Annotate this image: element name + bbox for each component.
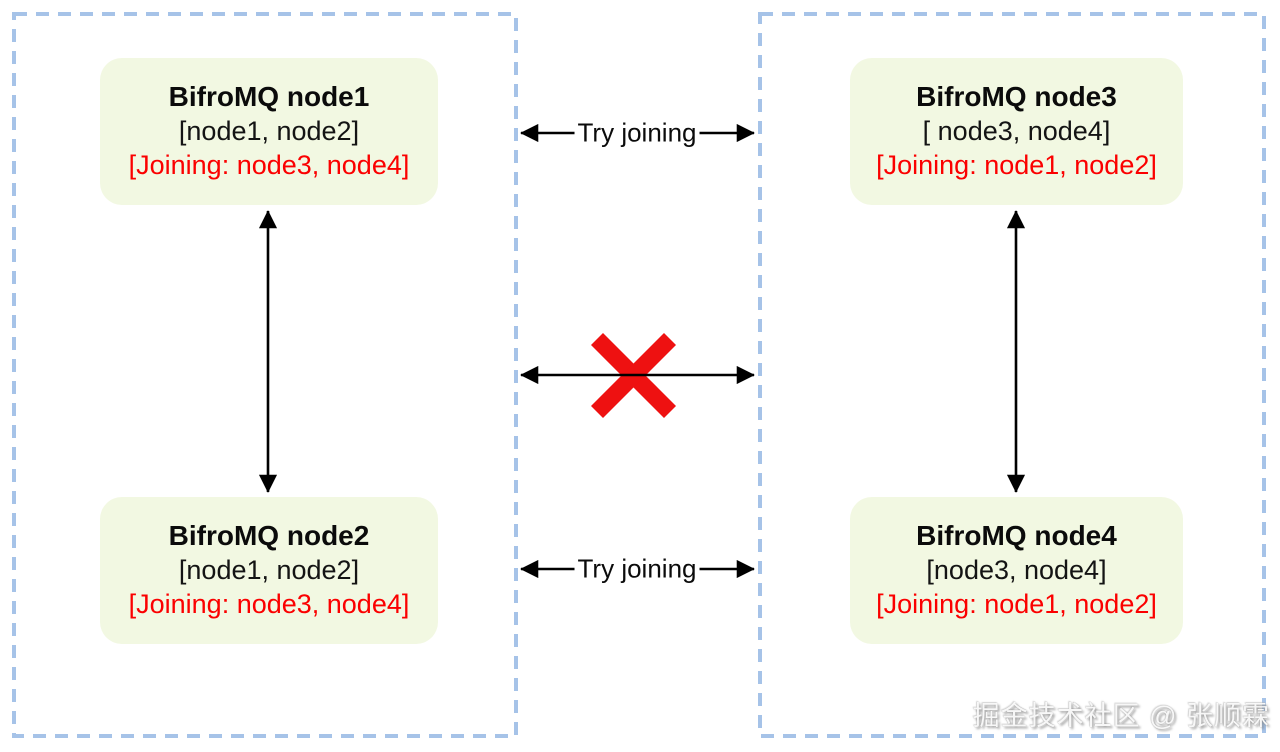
node-title: BifroMQ node2 (168, 520, 370, 551)
node-joining-status: [Joining: node1, node2] (876, 150, 1157, 180)
left-cluster-boundary (12, 12, 518, 738)
node-joining-status: [Joining: node3, node4] (128, 589, 410, 619)
node-title: BifroMQ node1 (168, 81, 370, 112)
bottom-try-joining-label: Try joining (574, 553, 700, 585)
node-members: [node1, node2] (178, 555, 360, 585)
node-card-bifromq-node1: BifroMQ node1 [node1, node2] [Joining: n… (100, 58, 438, 205)
node-card-bifromq-node3: BifroMQ node3 [ node3, node4] [Joining: … (850, 58, 1183, 205)
node-card-bifromq-node4: BifroMQ node4 [node3, node4] [Joining: n… (850, 497, 1183, 644)
top-try-joining-label: Try joining (574, 117, 700, 149)
node-joining-status: [Joining: node1, node2] (876, 589, 1157, 619)
node-card-bifromq-node2: BifroMQ node2 [node1, node2] [Joining: n… (100, 497, 438, 644)
node-title: BifroMQ node3 (916, 81, 1117, 112)
watermark-text: 掘金技术社区 @ 张顺霖 (972, 701, 1270, 731)
node-members: [node3, node4] (926, 555, 1107, 585)
node-joining-status: [Joining: node3, node4] (128, 150, 410, 180)
node-title: BifroMQ node4 (916, 520, 1117, 551)
right-cluster-boundary (758, 12, 1266, 738)
node-members: [ node3, node4] (922, 116, 1111, 146)
node-members: [node1, node2] (178, 116, 360, 146)
